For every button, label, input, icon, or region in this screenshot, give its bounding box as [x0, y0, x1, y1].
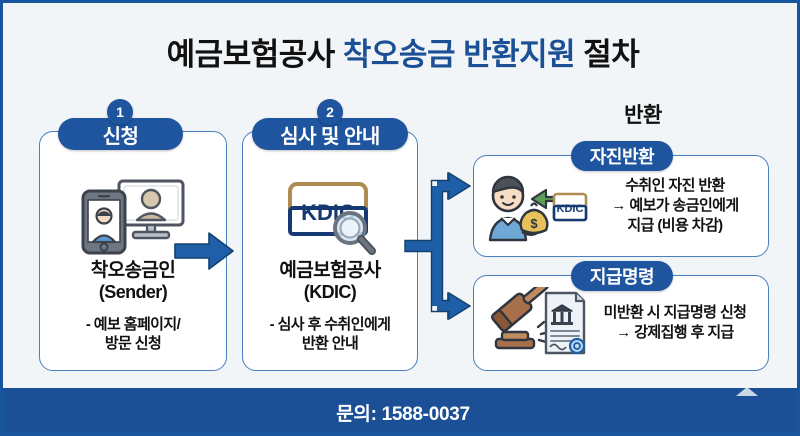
footer-bar: 문의: 1588-0037	[3, 387, 797, 433]
title-suffix: 절차	[575, 37, 640, 72]
step-review-body: 예금보험공사 (KDIC) - 심사 후 수취인에게 반환 안내	[243, 260, 417, 353]
return-section-heading: 반환	[624, 104, 662, 127]
kdic-logo-magnifier-icon: KDIC	[243, 172, 417, 258]
right-arrow-icon	[173, 231, 235, 276]
step-application-body: 착오송금인 (Sender) - 예보 홈페이지/ 방문 신청	[40, 260, 226, 353]
svg-text:$: $	[530, 216, 538, 231]
step-title: 예금보험공사	[279, 260, 381, 281]
return-badge-voluntary: 자진반환	[571, 141, 673, 171]
step-note: - 예보 홈페이지/ 방문 신청	[85, 316, 181, 353]
title-prefix: 예금보험공사	[166, 37, 343, 72]
step-note: - 심사 후 수취인에게 반환 안내	[269, 316, 391, 353]
step-subtitle: (Sender)	[98, 282, 168, 303]
footer-contact: 문의: 1588-0037	[336, 403, 470, 425]
gavel-document-icon	[484, 287, 588, 359]
step-title: 착오송금인	[90, 260, 176, 281]
smartphone-monitor-icon	[40, 172, 226, 258]
return-card-voluntary: $ KDIC 수취인 자진 반환 → 예보가 송금인에게 지급 (비용 차감)	[473, 155, 769, 257]
fork-arrow-icon	[401, 166, 473, 331]
return-card-text: 미반환 시 지급명령 신청 → 강제집행 후 지급	[603, 304, 747, 341]
page-title: 예금보험공사 착오송금 반환지원 절차	[3, 29, 797, 74]
return-badge-payment-order: 지급명령	[571, 261, 673, 291]
step-number-2: 2	[317, 99, 343, 125]
person-moneybag-kdic-icon: $ KDIC	[484, 168, 588, 244]
footer-mark-icon	[736, 387, 758, 396]
title-highlight: 착오송금 반환지원	[342, 37, 576, 72]
svg-text:KDIC: KDIC	[557, 203, 584, 215]
return-card-text: 수취인 자진 반환 → 예보가 송금인에게 지급 (비용 차감)	[611, 177, 739, 234]
step-number-1: 1	[107, 99, 133, 125]
step-subtitle: (KDIC)	[303, 282, 357, 303]
step-card-review: KDIC 예금보험공사 (KDIC) - 심사 후 수취인에게 반환 안내	[242, 131, 418, 371]
